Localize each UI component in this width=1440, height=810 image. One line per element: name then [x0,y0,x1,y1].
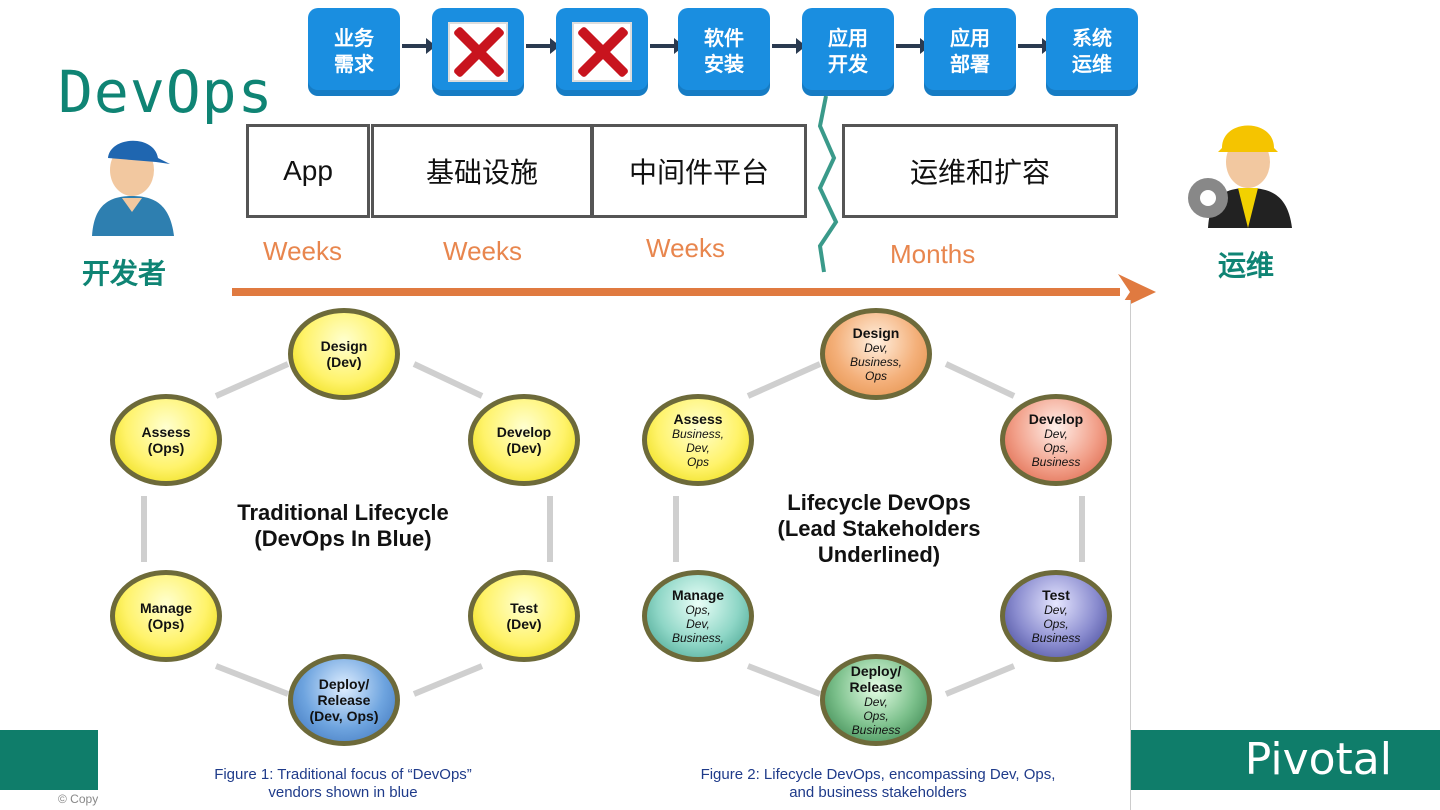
node-develop: Develop(Dev) [468,394,580,486]
traditional-lifecycle-title: Traditional Lifecycle (DevOps In Blue) [237,500,449,551]
process-step-install: 软件 安装 [678,8,770,96]
process-step-blocked [432,8,524,96]
arrow-right-icon [402,38,436,54]
developer-label: 开发者 [82,258,167,289]
node-name: Manage [671,587,725,603]
node-name: Develop [496,424,552,440]
process-step-deploy: 应用 部署 [924,8,1016,96]
footer-band-right [1130,730,1440,790]
process-step-develop: 应用 开发 [802,8,894,96]
node-manage: Manage(Ops) [110,570,222,662]
time-break-icon [817,96,839,273]
process-step-ops: 系统 运维 [1046,8,1138,96]
process-step-label: 应用 开发 [828,28,868,76]
node-stakeholders: Dev, Ops, Business [851,695,901,737]
process-strip: 业务 需求 软件 安装 应用 开发 应用 部署 系统 运维 [300,0,1140,100]
node-stakeholders: Dev, Ops, Business [1031,427,1081,469]
duration-label: Weeks [646,233,725,263]
lifecycle-connector-arrows [141,361,1085,697]
node-stakeholders: (Ops) [147,616,185,632]
stage-label: 基础设施 [425,157,538,188]
arrow-right-icon [772,38,806,54]
process-step-requirements: 业务 需求 [308,8,400,96]
node-name: Deploy/ Release [849,663,903,695]
node-stakeholders: (Dev) [326,354,362,370]
node-name: Deploy/ Release [317,676,371,708]
node-stakeholders: Dev, Ops, Business [1031,603,1081,645]
footer-band-left [0,730,98,790]
node-name: Develop [1028,411,1084,427]
lifecycle-diagram-panel: Design(Dev) Develop(Dev) Test(Dev) Deplo… [98,300,1131,810]
ops-engineer-avatar-icon [1188,125,1292,228]
devops-lifecycle-title: Lifecycle DevOps (Lead Stakeholders Unde… [777,490,981,567]
stage-box-middleware: 中间件平台 [591,124,807,218]
figure-2-caption: Figure 2: Lifecycle DevOps, encompassing… [700,766,1056,801]
duration-label: Weeks [443,236,522,266]
stage-box-app: App [246,124,370,218]
page-title: DevOps [58,58,274,126]
x-mark-icon [572,22,632,82]
figure-1-caption: Figure 1: Traditional focus of “DevOps” … [214,766,472,801]
node-stakeholders: Ops, Dev, Business, [671,603,725,645]
brand-logo: Pivotal [1244,734,1392,785]
node-stakeholders: Business, Dev, Ops [671,427,725,469]
stage-label: App [283,155,333,186]
node-stakeholders: Dev, Business, Ops [849,341,903,383]
stage-label: 运维和扩容 [909,157,1050,188]
node-name: Assess [673,411,723,427]
process-step-label: 业务 需求 [334,28,374,76]
node-stakeholders: (Ops) [147,440,185,456]
duration-label: Months [890,239,976,269]
node-name: Test [1042,587,1070,603]
node-name: Design [852,325,900,341]
process-step-blocked [556,8,648,96]
stage-box-infrastructure: 基础设施 [371,124,593,218]
x-mark-icon [448,22,508,82]
node-name: Assess [141,424,191,440]
developer-avatar-icon [92,140,174,236]
node-name: Manage [139,600,193,616]
node-assess: Assess(Ops) [110,394,222,486]
node-name: Design [320,338,368,354]
process-step-label: 应用 部署 [950,28,990,76]
arrow-right-icon [896,38,930,54]
arrow-right-icon [526,38,560,54]
process-step-label: 系统 运维 [1072,28,1112,76]
node-design: Design(Dev) [288,308,400,400]
arrow-right-icon [650,38,684,54]
timeline-arrow [232,288,1120,296]
node-stakeholders: (Dev) [506,616,542,632]
duration-label: Weeks [263,236,342,266]
stage-label: 中间件平台 [628,157,769,188]
node-deploy-release: Deploy/ Release(Dev, Ops) [288,654,400,746]
ops-label: 运维 [1218,250,1275,281]
stage-box-operations: 运维和扩容 [842,124,1118,218]
copyright-text: © Copy [58,792,99,806]
arrow-right-icon [1018,38,1052,54]
process-step-label: 软件 安装 [704,28,744,76]
node-name: Test [510,600,538,616]
node-stakeholders: (Dev) [506,440,542,456]
node-stakeholders: (Dev, Ops) [309,708,379,724]
node-test: Test(Dev) [468,570,580,662]
